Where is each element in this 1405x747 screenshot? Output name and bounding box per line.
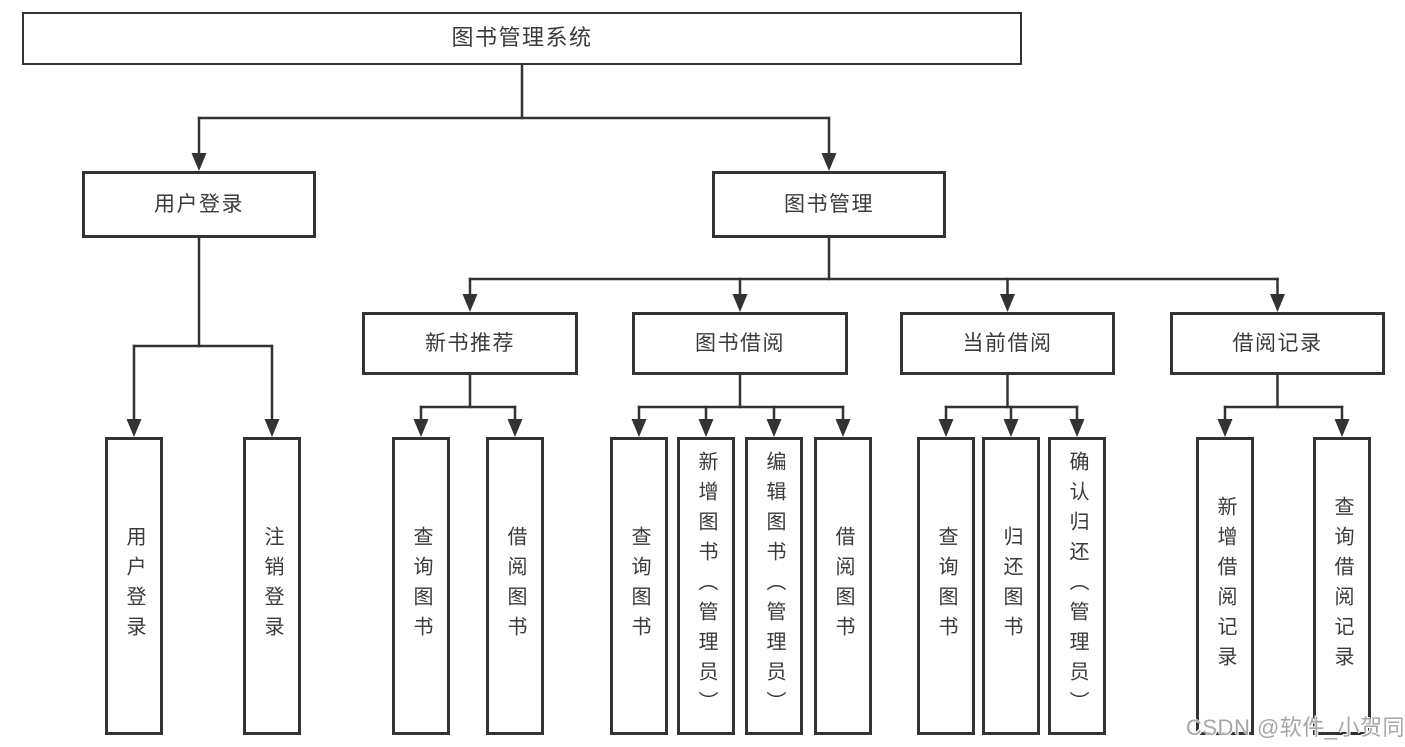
node-v-borrow-book-2: 借阅图书 [814, 437, 872, 735]
arrow-down-icon [1000, 294, 1015, 312]
arrow-down-icon [1270, 294, 1285, 312]
node-book-borrow: 图书借阅 [632, 312, 848, 375]
node-v-query-book-2: 查询图书 [610, 437, 668, 735]
arrow-down-icon [413, 419, 429, 437]
node-v-query-book-3: 查询图书 [917, 437, 975, 735]
arrow-down-icon [835, 419, 851, 437]
node-v-logout: 注销登录 [243, 437, 301, 735]
arrow-down-icon [1334, 419, 1350, 437]
arrow-down-icon [631, 419, 647, 437]
arrow-down-icon [1003, 419, 1019, 437]
node-v-query-borrow-record: 查询借阅记录 [1313, 437, 1371, 735]
arrow-down-icon [264, 419, 280, 437]
arrow-down-icon [766, 419, 782, 437]
node-v-user-login: 用户登录 [105, 437, 163, 735]
node-book-mgmt: 图书管理 [712, 171, 946, 238]
node-v-return-book: 归还图书 [982, 437, 1040, 735]
arrow-down-icon [462, 294, 478, 312]
node-v-borrow-book-1: 借阅图书 [486, 437, 544, 735]
arrow-down-icon [191, 153, 207, 171]
csdn-watermark: CSDN @软件_小贺同学 [1186, 715, 1405, 740]
arrow-down-icon [938, 419, 954, 437]
node-new-book-rec: 新书推荐 [362, 312, 578, 375]
node-current-borrow: 当前借阅 [900, 312, 1115, 375]
node-root: 图书管理系统 [22, 12, 1022, 65]
node-borrow-records: 借阅记录 [1170, 312, 1385, 375]
arrow-down-icon [698, 419, 714, 437]
arrow-down-icon [732, 294, 748, 312]
node-v-add-book: 新增图书（管理员） [677, 437, 735, 735]
node-v-add-borrow-record: 新增借阅记录 [1196, 437, 1254, 735]
arrow-down-icon [821, 153, 837, 171]
arrow-down-icon [126, 419, 142, 437]
node-v-edit-book: 编辑图书（管理员） [745, 437, 803, 735]
arrow-down-icon [507, 419, 523, 437]
node-user-login: 用户登录 [82, 171, 316, 238]
arrow-down-icon [1217, 419, 1233, 437]
node-v-confirm-return: 确认归还（管理员） [1048, 437, 1106, 735]
arrow-down-icon [1069, 419, 1085, 437]
node-v-query-book-1: 查询图书 [392, 437, 450, 735]
